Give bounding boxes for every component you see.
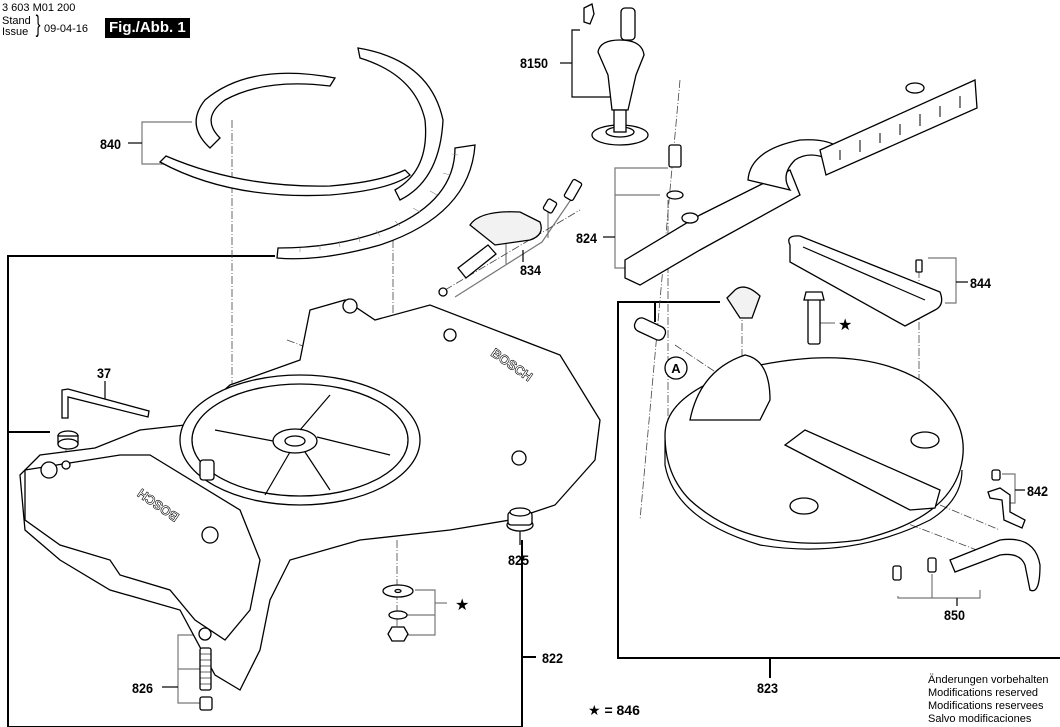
detail-a-label: A [671, 361, 681, 376]
part-834-lever [438, 178, 583, 297]
part-8150-knob [583, 3, 649, 146]
part-823-turntable [633, 286, 964, 550]
issue-date: 09-04-16 [44, 23, 89, 35]
bracket-844 [928, 257, 957, 304]
callout-824: 824 [576, 230, 598, 246]
bracket-834 [454, 197, 573, 298]
frame-822 [7, 255, 275, 727]
callout-844: 844 [970, 275, 992, 291]
stand-issue-labels: Stand Issue [2, 16, 31, 38]
part-824-fence [624, 79, 978, 286]
part-825-foot [506, 507, 534, 532]
notice-line-en: Modifications reserved [928, 687, 1039, 699]
part-846-hardware [382, 584, 414, 642]
part-826-spring-set [198, 627, 213, 711]
callout-823: 823 [757, 680, 779, 696]
part-840-ring-lower [158, 155, 411, 197]
protractor-ticks [299, 153, 459, 252]
modifications-notice: Änderungen vorbehalten Modifications res… [928, 674, 1048, 726]
document-number: 3 603 M01 200 [2, 2, 76, 14]
star-legend-text: = 846 [604, 702, 640, 718]
star-icon-846-hardware: ★ [455, 595, 469, 614]
callout-826: 826 [132, 680, 154, 696]
stand-label: Stand [2, 15, 31, 27]
star-icon-846-bolt: ★ [838, 315, 852, 334]
bracket-850 [897, 590, 981, 599]
figure-label: Fig./Abb. 1 [105, 18, 190, 38]
callout-8150: 8150 [520, 55, 549, 71]
part-844-plate [788, 235, 943, 345]
callout-842: 842 [1027, 483, 1049, 499]
part-37-hex-key [61, 388, 150, 419]
frame-823 [617, 301, 1060, 659]
part-grommet [57, 430, 79, 450]
part-840-ring-upper [195, 72, 337, 149]
part-840-protractor-scale [276, 144, 476, 260]
part-822-base [19, 298, 601, 691]
part-850-handle [892, 538, 1041, 592]
callout-825: 825 [508, 552, 530, 568]
callout-37: 37 [97, 365, 112, 381]
bracket-846 [405, 589, 436, 636]
star-icon: ★ [588, 703, 601, 719]
brace-symbol: } [35, 11, 41, 38]
notice-line-de: Änderungen vorbehalten [928, 674, 1049, 686]
callout-840: 840 [100, 136, 122, 152]
notice-line-fr: Modifications reservees [928, 700, 1044, 712]
callout-822: 822 [542, 650, 564, 666]
part-842-bracket [987, 469, 1026, 529]
issue-label: Issue [2, 26, 29, 38]
bracket-824 [614, 167, 668, 269]
star-legend: ★ = 846 [588, 702, 640, 719]
callout-850: 850 [944, 607, 966, 623]
detail-marker-a [664, 356, 688, 380]
part-840-ring-right [357, 47, 444, 201]
callout-834: 834 [520, 262, 542, 278]
notice-line-es: Salvo modificaciones [928, 713, 1032, 725]
